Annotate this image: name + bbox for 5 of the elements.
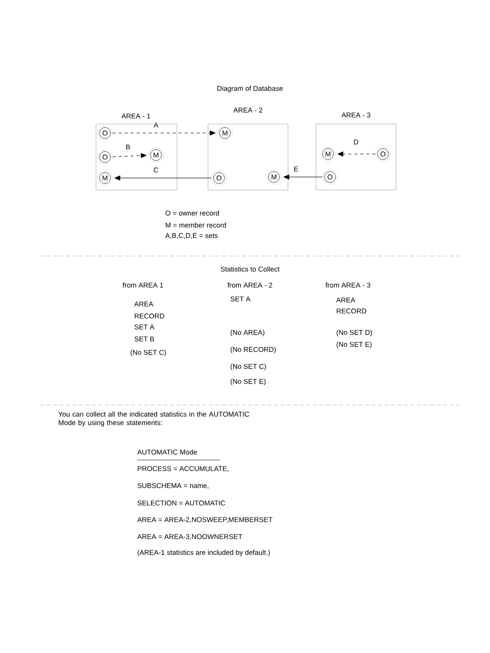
arrow	[338, 152, 376, 156]
arrow	[284, 174, 323, 180]
arrow	[114, 176, 212, 180]
arrow	[112, 153, 146, 158]
arrow	[112, 130, 216, 136]
